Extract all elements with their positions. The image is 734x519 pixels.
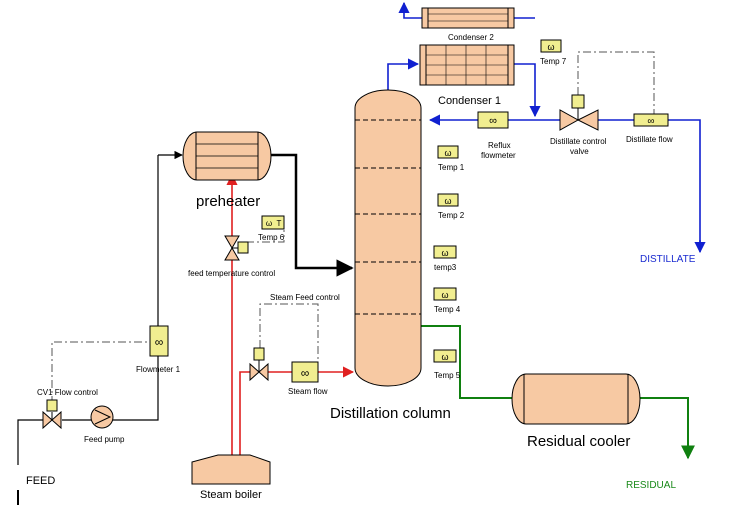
reflux-flowmeter: ∞	[477, 111, 509, 129]
steam-boiler	[191, 454, 271, 485]
steam-feed-valve[interactable]	[249, 347, 269, 382]
temp-2-label: Temp 2	[438, 211, 465, 220]
temp-6-label: Temp 6	[258, 233, 285, 242]
feed-line	[17, 150, 183, 465]
steam-boiler-label: Steam boiler	[200, 489, 262, 501]
flowmeter-1-label: Flowmeter 1	[136, 365, 181, 374]
svg-text:ω: ω	[441, 352, 448, 362]
residual-line	[420, 325, 695, 460]
distillate-valve-label-2: valve	[570, 147, 589, 156]
reflux-label-1: Reflux	[488, 141, 511, 150]
temp-3-sensor: ω	[433, 245, 457, 259]
temp-6-sensor: ω T	[261, 215, 285, 230]
residual-label: RESIDUAL	[626, 480, 676, 491]
steam-lines	[226, 173, 355, 455]
svg-text:ω: ω	[266, 219, 272, 228]
feed-pump[interactable]	[90, 405, 114, 429]
condenser-2-label: Condenser 2	[448, 33, 494, 42]
temp-2-sensor: ω	[437, 193, 459, 207]
temp-5-sensor: ω	[433, 349, 457, 363]
condenser-1	[419, 44, 515, 86]
temp-3-label: temp3	[434, 263, 457, 272]
svg-text:ω: ω	[441, 290, 448, 300]
svg-text:T: T	[277, 219, 282, 228]
flowmeter-1: ∞	[149, 325, 169, 357]
control-signals	[51, 51, 655, 402]
distillation-column-label: Distillation column	[330, 405, 451, 422]
condenser-2	[421, 7, 515, 29]
steam-flowmeter: ∞	[291, 361, 319, 383]
svg-text:ω: ω	[441, 248, 448, 258]
svg-text:ω: ω	[547, 42, 554, 52]
temp-7-sensor: ω	[540, 39, 562, 53]
temp-5-label: Temp 5	[434, 371, 461, 380]
steam-flow-label: Steam flow	[288, 387, 328, 396]
reflux-label-2: flowmeter	[481, 151, 516, 160]
distillate-flowmeter: ∞	[633, 113, 669, 127]
feed-label: FEED	[26, 475, 55, 487]
distillation-column	[354, 89, 422, 387]
temp-7-label: Temp 7	[540, 57, 567, 66]
svg-text:∞: ∞	[489, 115, 497, 127]
svg-text:∞: ∞	[155, 335, 164, 349]
svg-text:ω: ω	[444, 148, 451, 158]
residual-cooler	[511, 373, 641, 425]
temp-4-sensor: ω	[433, 287, 457, 301]
preheater	[182, 131, 272, 181]
cv1-flow-control-valve[interactable]	[42, 399, 62, 430]
cv1-flow-control-label: CV1 Flow control	[37, 388, 98, 397]
preheater-outlet-line	[270, 153, 354, 277]
residual-cooler-label: Residual cooler	[527, 433, 630, 450]
svg-text:∞: ∞	[301, 366, 310, 380]
feed-pump-label: Feed pump	[84, 435, 125, 444]
distillate-valve-label-1: Distillate control	[550, 137, 607, 146]
distillate-flow-label: Distillate flow	[626, 135, 673, 144]
svg-text:ω: ω	[444, 196, 451, 206]
feed-temperature-control-label: feed temperature control	[188, 269, 275, 278]
temp-1-sensor: ω	[437, 145, 459, 159]
steam-feed-control-label: Steam Feed control	[270, 293, 340, 302]
temp-4-label: Temp 4	[434, 305, 461, 314]
distillate-label: DISTILLATE	[640, 254, 696, 265]
feed-temperature-valve[interactable]	[224, 235, 249, 261]
temp-1-label: Temp 1	[438, 163, 465, 172]
svg-text:∞: ∞	[647, 116, 654, 127]
distillate-control-valve[interactable]	[559, 94, 599, 131]
preheater-label: preheater	[196, 193, 260, 210]
condenser-1-label: Condenser 1	[438, 95, 501, 107]
